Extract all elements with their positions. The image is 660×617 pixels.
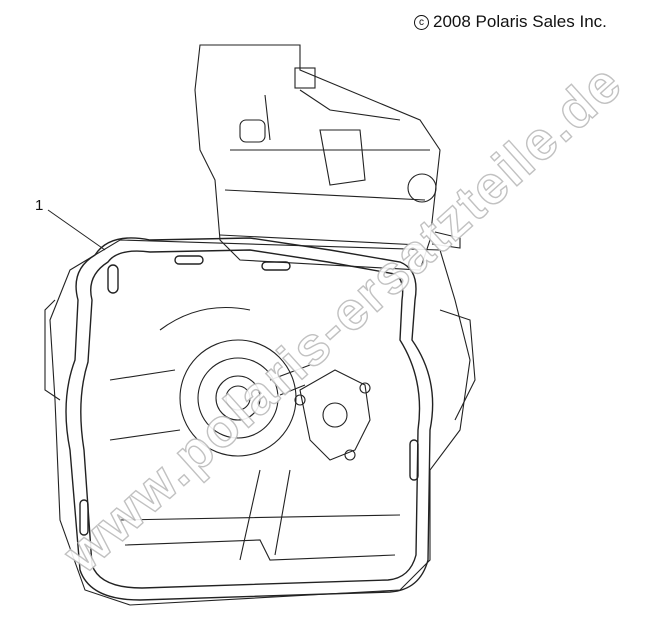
gasket (65, 237, 434, 601)
callout-leader (47, 209, 106, 251)
cylinder-head (194, 44, 461, 271)
crankcase (44, 239, 476, 606)
oil-pump-cover (269, 364, 371, 461)
copyright-notice: c 2008 Polaris Sales Inc. (414, 12, 607, 32)
copyright-icon: c (414, 15, 429, 30)
sump (119, 469, 401, 561)
callout-label: 1 (35, 197, 44, 214)
copyright-text: 2008 Polaris Sales Inc. (433, 12, 607, 31)
